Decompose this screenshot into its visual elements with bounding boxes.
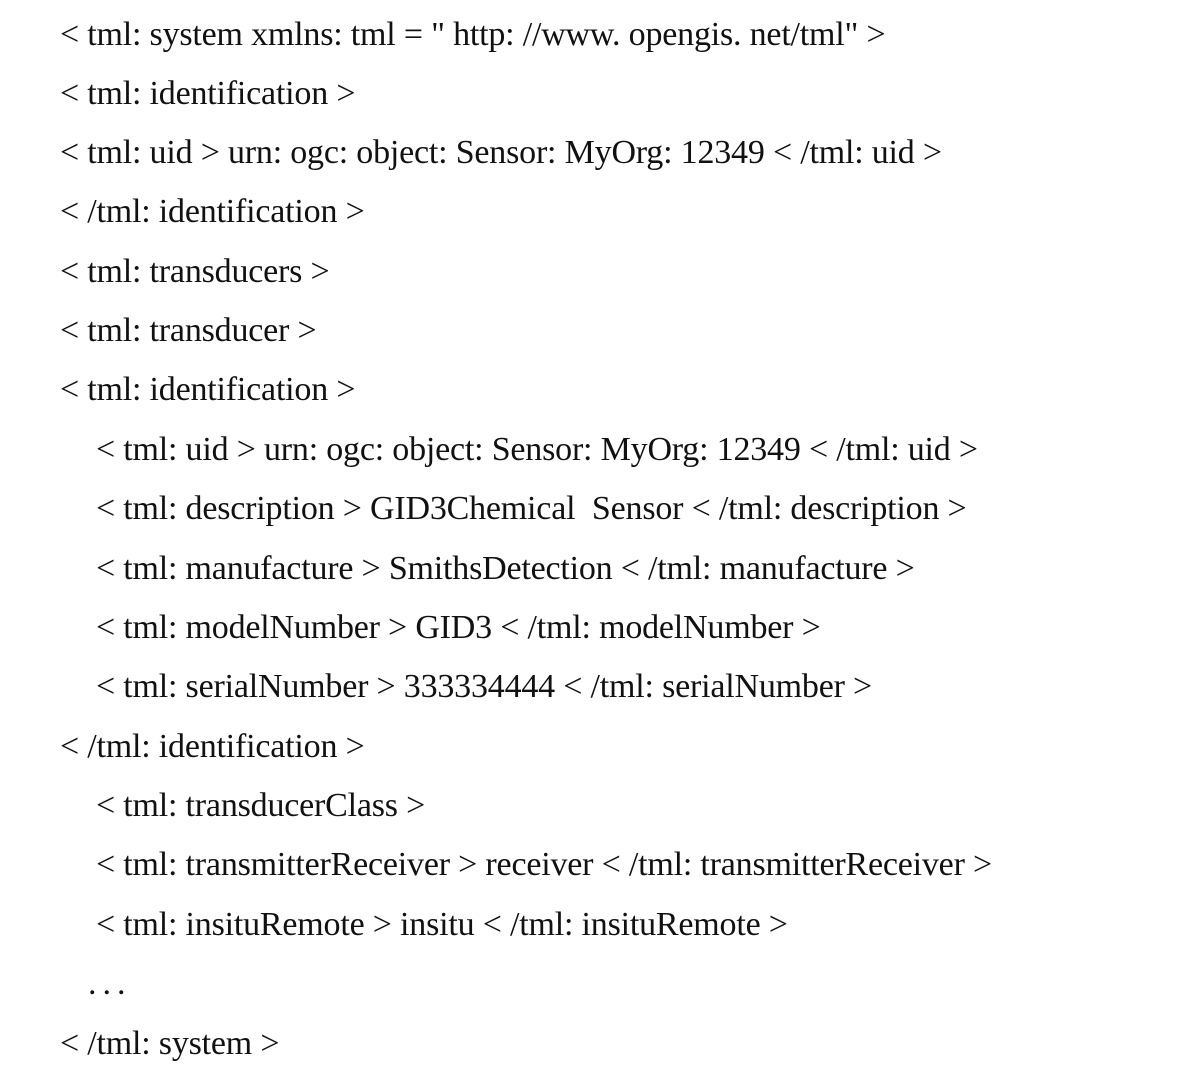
code-line-identification-close: < /tml: identification > [60,728,365,765]
code-line-manufacture: < tml: manufacture > SmithsDetection < /… [96,550,915,587]
code-line-identification-open: < tml: identification > [60,371,356,408]
code-line-transducer-open: < tml: transducer > [60,312,317,349]
code-line-insitu-remote: < tml: insituRemote > insitu < /tml: ins… [96,906,788,943]
code-line-description: < tml: description > GID3Chemical Sensor… [96,490,967,527]
code-line-identification-open: < tml: identification > [60,75,356,112]
code-line-model-number: < tml: modelNumber > GID3 < /tml: modelN… [96,609,821,646]
code-line-uid: < tml: uid > urn: ogc: object: Sensor: M… [60,134,942,171]
code-line-system-close: < /tml: system > [60,1025,280,1062]
code-line-identification-close: < /tml: identification > [60,193,365,230]
code-line-serial-number: < tml: serialNumber > 333334444 < /tml: … [96,668,872,705]
code-line-transducers-open: < tml: transducers > [60,253,330,290]
code-line-system-open: < tml: system xmlns: tml = " http: //www… [60,16,886,53]
code-line-transducer-class: < tml: transducerClass > [96,787,426,824]
code-line-ellipsis: ... [88,965,132,1002]
code-line-uid: < tml: uid > urn: ogc: object: Sensor: M… [96,431,978,468]
code-line-transmitter-receiver: < tml: transmitterReceiver > receiver < … [96,846,992,883]
